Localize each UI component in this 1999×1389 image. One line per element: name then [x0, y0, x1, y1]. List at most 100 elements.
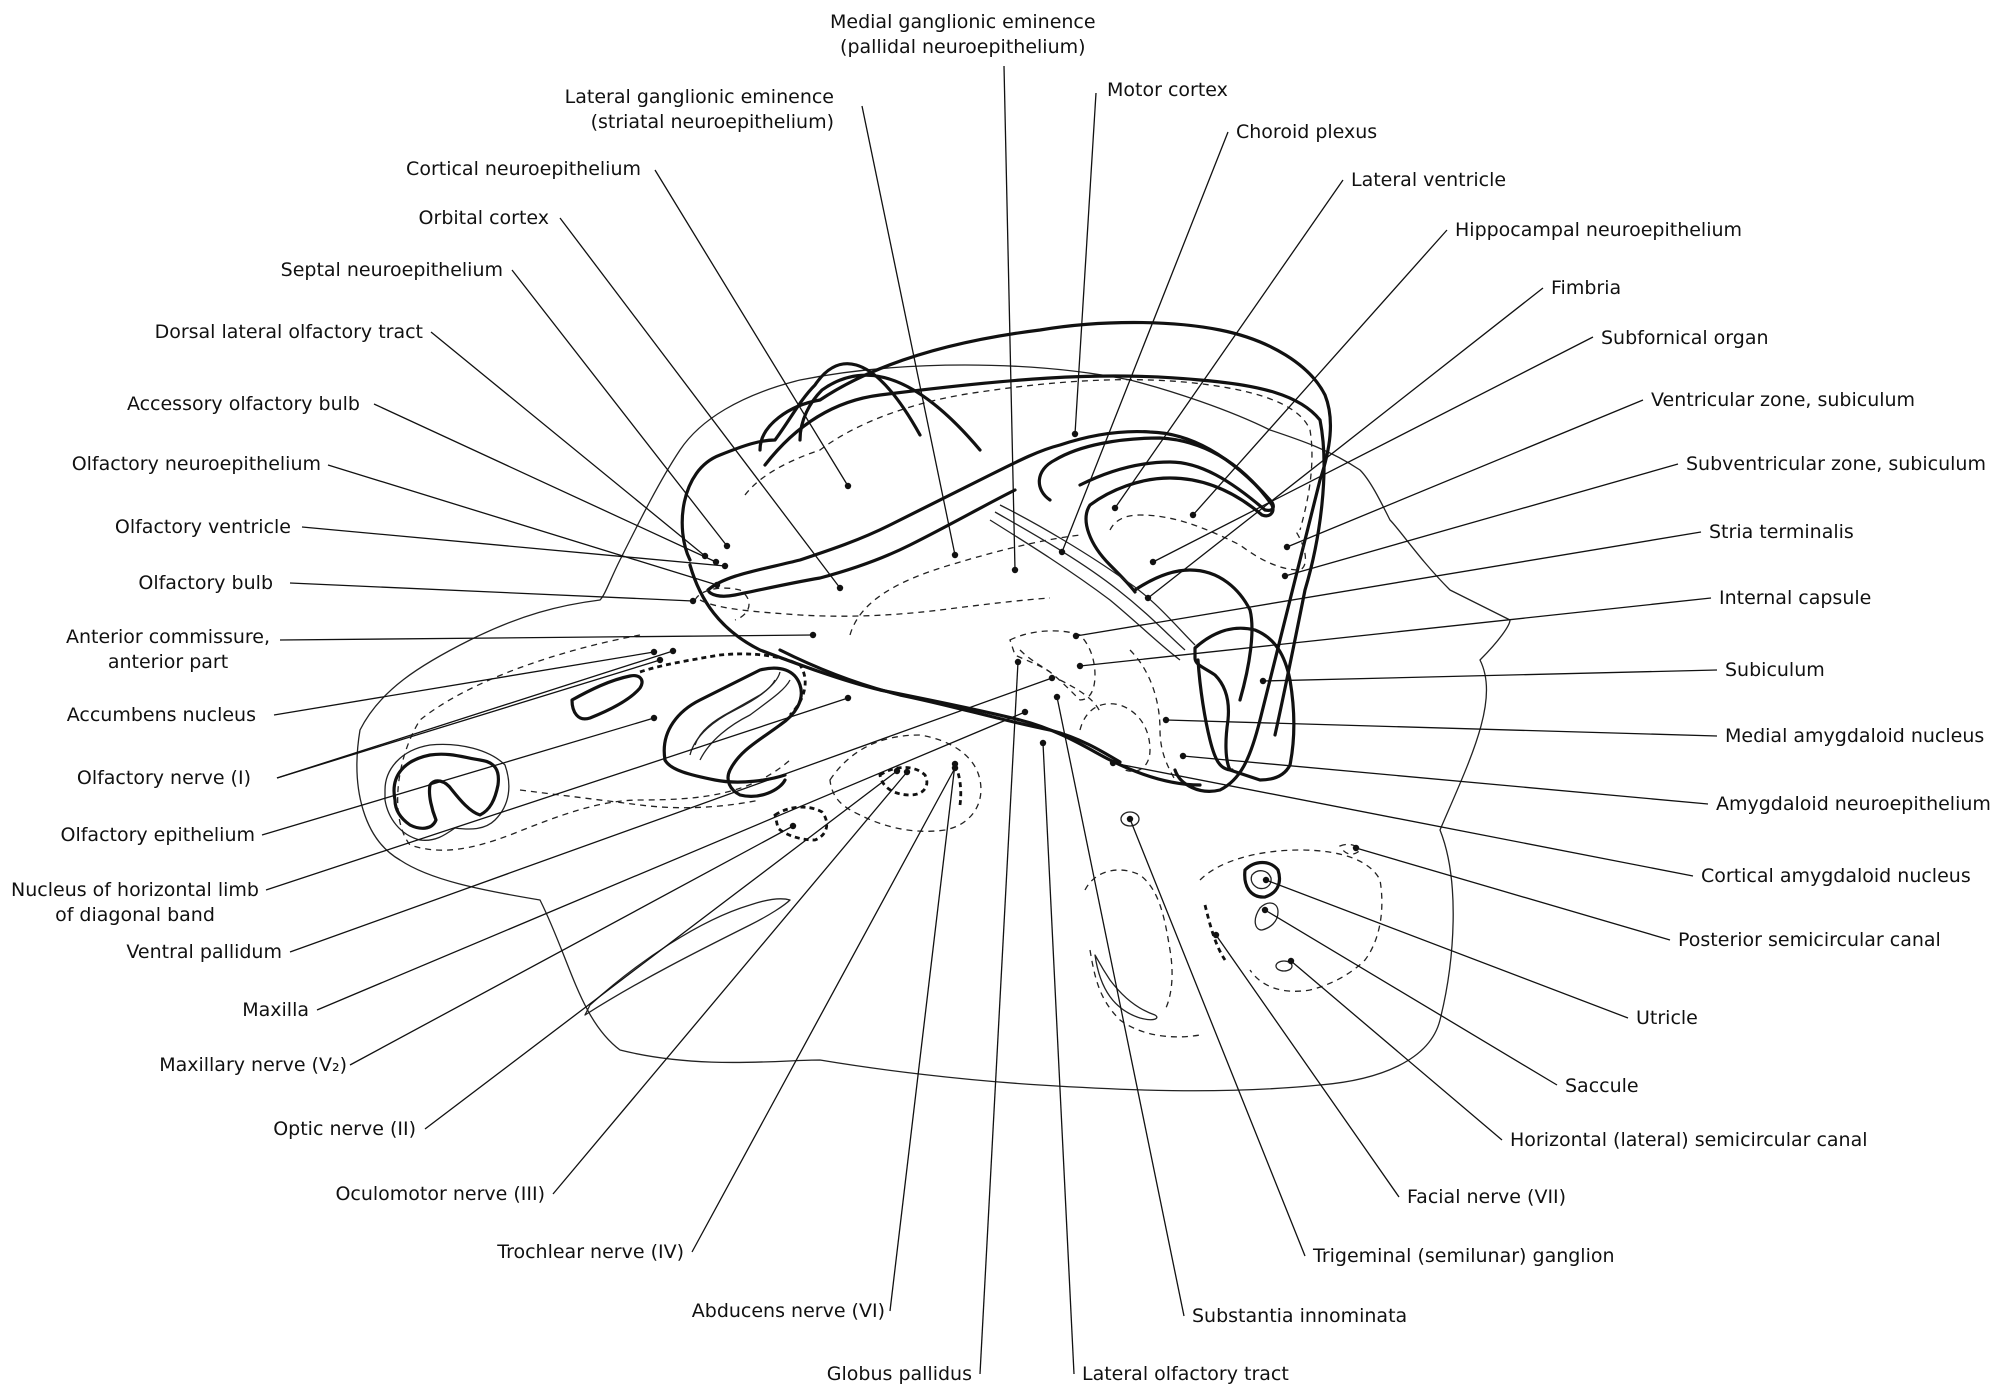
- hippocampus-outline: [1037, 436, 1275, 594]
- leader-line: [979, 661, 1019, 1375]
- label-optic-nerve: Optic nerve (II): [273, 1118, 416, 1140]
- label-orbital-cortex: Orbital cortex: [418, 207, 549, 229]
- leader-dot: [1212, 931, 1220, 939]
- subiculum-outline: [1193, 626, 1296, 782]
- label-subventricular-zone-subiculum: Subventricular zone, subiculum: [1686, 453, 1986, 475]
- leader-line: [265, 697, 849, 891]
- leader-dot: [701, 552, 709, 560]
- label-globus-pallidus: Globus pallidus: [826, 1363, 972, 1385]
- leader-line: [1215, 934, 1400, 1198]
- leader-line: [1112, 762, 1694, 877]
- nasal-turbinate-outer: [384, 743, 510, 841]
- trigeminal-ganglion-shape: [1120, 811, 1140, 827]
- leader-dot: [809, 631, 817, 639]
- label-lateral-ventricle: Lateral ventricle: [1351, 169, 1507, 191]
- label-line: (pallidal neuroepithelium): [840, 36, 1086, 58]
- label-trochlear-nerve: Trochlear nerve (IV): [497, 1241, 684, 1263]
- leader-dot: [1189, 511, 1197, 519]
- leader-line: [1152, 336, 1594, 563]
- leader-dot: [713, 581, 721, 589]
- internal-capsule-dashed: [1009, 630, 1096, 701]
- leader-line: [1129, 818, 1306, 1257]
- leader-line: [1262, 669, 1718, 682]
- leader-dot: [1053, 693, 1061, 701]
- label-line: Nucleus of horizontal limb: [11, 879, 259, 901]
- leader-dot: [721, 562, 729, 570]
- subiculum-inner: [1196, 658, 1234, 772]
- leader-line: [1003, 65, 1016, 571]
- label-stria-terminalis: Stria terminalis: [1709, 521, 1854, 543]
- label-septal-neuroepithelium: Septal neuroepithelium: [280, 259, 503, 281]
- leader-dot: [1021, 708, 1029, 716]
- leader-line: [301, 526, 726, 567]
- leader-line: [1075, 531, 1702, 637]
- label-line: of diagonal band: [55, 904, 215, 926]
- optic-nerve-dotted: [878, 766, 929, 797]
- leader-line: [861, 105, 956, 556]
- maxillary-nerve-dotted: [773, 805, 829, 842]
- leader-line: [1079, 597, 1712, 667]
- label-line: anterior part: [107, 651, 229, 673]
- leader-line: [1114, 179, 1344, 509]
- leader-dot: [1039, 739, 1047, 747]
- nasal-loop-dotted: [639, 652, 807, 716]
- leader-line: [552, 771, 908, 1195]
- leader-line: [1056, 696, 1185, 1317]
- ventral-brain-outline: [688, 563, 1202, 787]
- leader-line: [889, 763, 956, 1312]
- facial-region-dashed: [1084, 869, 1201, 1038]
- leader-line: [276, 650, 674, 779]
- label-oculomotor-nerve: Oculomotor nerve (III): [335, 1183, 545, 1205]
- olfactory-bulb-inner: [689, 679, 776, 756]
- leader-line: [1264, 909, 1558, 1086]
- leader-line: [654, 169, 849, 487]
- label-line: Lateral ganglionic eminence: [564, 86, 834, 108]
- leader-line: [1042, 742, 1075, 1375]
- brain-outer-thick: [763, 374, 1326, 737]
- label-utricle: Utricle: [1636, 1007, 1698, 1029]
- leader-line: [691, 767, 956, 1253]
- ventricular-zone-dashed: [744, 379, 1313, 531]
- leader-dot: [1058, 548, 1066, 556]
- leader-dot: [844, 694, 852, 702]
- leader-dot: [656, 656, 664, 664]
- label-horizontal-semicircular-canal: Horizontal (lateral) semicircular canal: [1510, 1129, 1868, 1151]
- leader-dot: [893, 767, 901, 775]
- leader-dot: [1111, 504, 1119, 512]
- leader-line: [424, 770, 898, 1130]
- label-subiculum: Subiculum: [1725, 659, 1825, 681]
- leader-dot: [1011, 566, 1019, 574]
- nasal-region-outline: [397, 634, 791, 851]
- leader-line: [511, 269, 728, 547]
- leader-line: [289, 582, 694, 602]
- leader-dot: [1076, 662, 1084, 670]
- label-olfactory-nerve: Olfactory nerve (I): [76, 767, 251, 789]
- leader-line: [279, 634, 814, 641]
- leader-line: [316, 711, 1026, 1011]
- olfactory-epithelium-2: [699, 679, 791, 761]
- leader-dot: [903, 768, 911, 776]
- label-cortical-neuroepithelium: Cortical neuroepithelium: [406, 158, 641, 180]
- leader-line: [327, 464, 718, 586]
- label-lateral-ganglionic-eminence: Lateral ganglionic eminence (striatal ne…: [565, 85, 834, 135]
- label-trigeminal-ganglion: Trigeminal (semilunar) ganglion: [1313, 1245, 1615, 1267]
- substantia-innominata-shape: [1094, 954, 1158, 1021]
- brain-dorsal-outline: [758, 320, 1333, 793]
- horizontal-canal-shape: [1275, 960, 1293, 972]
- label-choroid-plexus: Choroid plexus: [1236, 121, 1378, 143]
- leader-dot: [650, 648, 658, 656]
- lateral-ventricle-shape: [706, 430, 1275, 598]
- ventral-pallidum-bulge: [663, 758, 787, 784]
- leader-dot: [712, 558, 720, 566]
- leader-line: [276, 659, 661, 779]
- internal-capsule-loops: [1059, 679, 1101, 713]
- leader-line: [1265, 879, 1629, 1019]
- olfactory-ventricle-dashed: [694, 587, 750, 621]
- ventricle-tail: [1133, 568, 1254, 702]
- label-fimbria: Fimbria: [1551, 277, 1622, 299]
- leader-line: [289, 677, 1053, 953]
- saccule-shape: [1254, 902, 1279, 931]
- hippocampal-zone-dashed: [1109, 514, 1307, 571]
- nasal-septum-loop: [570, 674, 644, 721]
- label-abducens-nerve: Abducens nerve (VI): [691, 1300, 885, 1322]
